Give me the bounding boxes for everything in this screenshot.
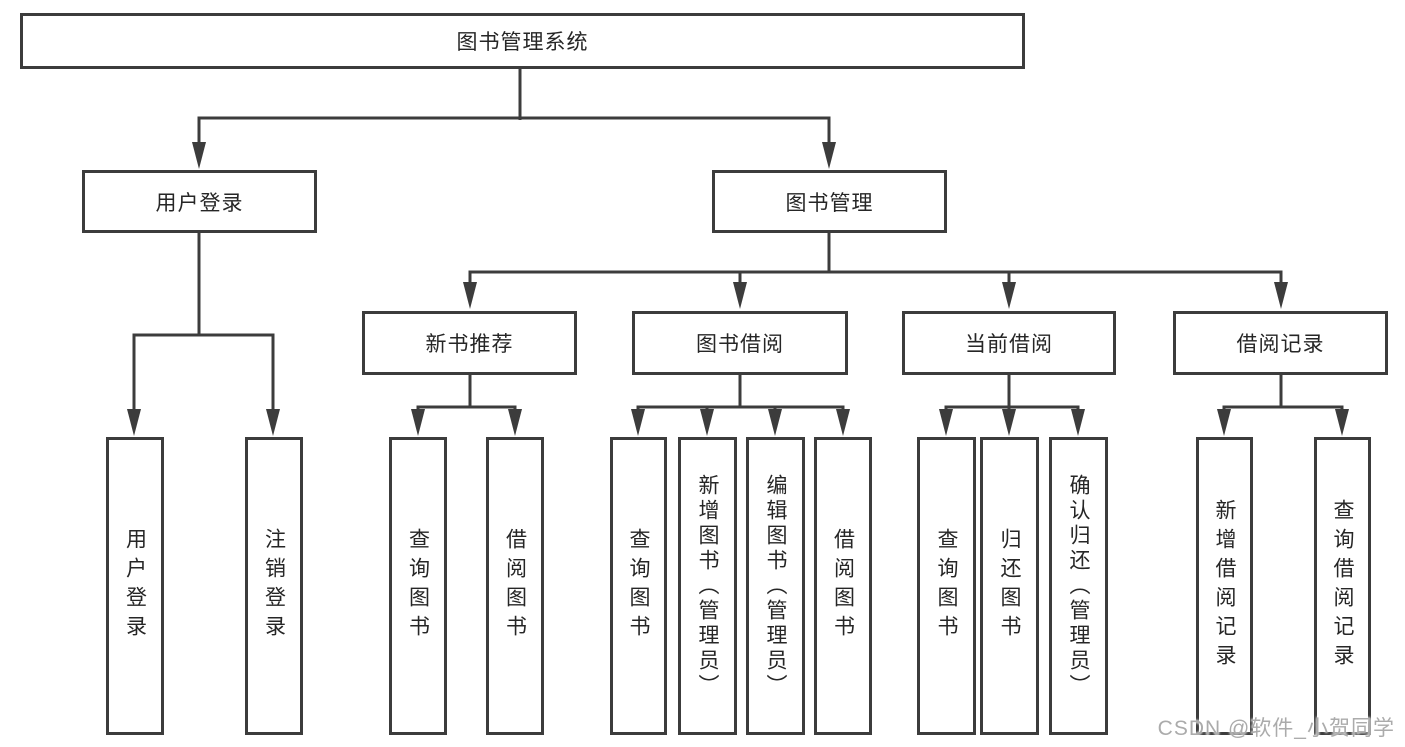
leaf-return-books: 归还图书 [980,437,1039,735]
leaf-confirm-return-admin: 确认归还（管理员） [1049,437,1108,735]
connector-new-book-recommend-to-leaves [411,375,522,436]
node-user-login-label: 用户登录 [155,191,244,215]
node-library-system-label: 图书管理系统 [456,31,589,54]
leaf-borrow-books-label: 借阅图书 [831,528,855,644]
leaf-logout: 注销登录 [245,437,303,735]
leaf-query-books-current-label: 查询图书 [935,528,958,644]
leaf-borrow-books: 借阅图书 [814,437,872,735]
csdn-watermark: CSDN @软件_小贺同学 [1157,717,1395,740]
leaf-confirm-return-admin-label: 确认归还（管理员） [1067,473,1090,699]
node-current-borrowing-label: 当前借阅 [965,333,1053,356]
leaf-add-books-admin: 新增图书（管理员） [678,437,737,735]
leaf-add-borrow-record: 新增借阅记录 [1196,437,1253,735]
node-new-book-recommend: 新书推荐 [362,311,577,375]
connector-book-borrowing-to-leaves [631,375,850,436]
leaf-logout-label: 注销登录 [262,528,286,644]
leaf-user-login-label: 用户登录 [123,528,147,644]
node-borrowing-records-label: 借阅记录 [1236,333,1325,356]
connector-current-borrowing-to-leaves [939,375,1085,436]
leaf-borrow-books-recommend: 借阅图书 [486,437,544,735]
node-borrowing-records: 借阅记录 [1173,311,1388,375]
node-new-book-recommend-label: 新书推荐 [425,333,514,356]
leaf-return-books-label: 归还图书 [998,528,1021,644]
leaf-add-books-admin-label: 新增图书（管理员） [696,473,719,699]
node-library-system: 图书管理系统 [20,13,1025,69]
node-book-management-label: 图书管理 [785,191,874,215]
leaf-query-borrow-record-label: 查询借阅记录 [1331,499,1354,673]
connector-book-management-to-level3 [463,233,1288,309]
leaf-edit-books-admin: 编辑图书（管理员） [746,437,805,735]
leaf-query-books-borrowing: 查询图书 [610,437,667,735]
leaf-query-books-recommend: 查询图书 [389,437,447,735]
leaf-user-login: 用户登录 [106,437,164,735]
leaf-query-borrow-record: 查询借阅记录 [1314,437,1371,735]
node-book-borrowing-label: 图书借阅 [696,333,784,356]
leaf-query-books-borrowing-label: 查询图书 [627,528,650,644]
connector-root-to-level2 [192,69,836,169]
leaf-borrow-books-recommend-label: 借阅图书 [503,528,527,644]
node-user-login: 用户登录 [82,170,317,233]
node-book-management: 图书管理 [712,170,947,233]
leaf-query-books-current: 查询图书 [917,437,976,735]
leaf-edit-books-admin-label: 编辑图书（管理员） [764,473,787,699]
leaf-add-borrow-record-label: 新增借阅记录 [1213,499,1236,673]
connector-borrowing-records-to-leaves [1217,375,1349,436]
leaf-query-books-recommend-label: 查询图书 [406,528,430,644]
node-book-borrowing: 图书借阅 [632,311,848,375]
connector-user-login-to-leaves [127,233,280,436]
node-current-borrowing: 当前借阅 [902,311,1116,375]
